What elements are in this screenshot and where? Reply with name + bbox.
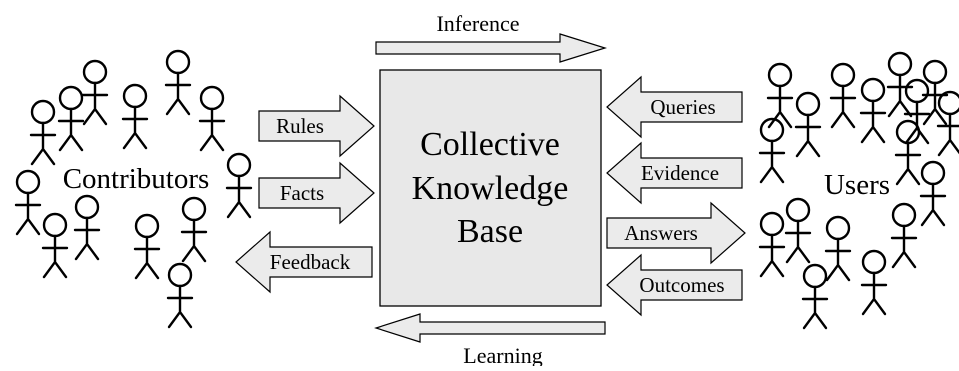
kb-title-line3: Base (457, 213, 523, 250)
users-label: Users (824, 169, 890, 201)
kb-title-line2: Knowledge (412, 170, 569, 207)
person-icon (784, 197, 812, 264)
person-icon (801, 263, 829, 330)
person-icon (890, 202, 918, 269)
person-icon (859, 77, 887, 144)
learning-arrow (374, 313, 606, 343)
person-icon (766, 62, 794, 129)
person-icon (225, 152, 253, 219)
person-icon (794, 91, 822, 158)
person-icon (180, 196, 208, 263)
facts-label: Facts (280, 181, 324, 205)
person-icon (81, 59, 109, 126)
person-icon (936, 90, 959, 157)
feedback-label: Feedback (270, 250, 351, 274)
person-icon (57, 85, 85, 152)
knowledge-base-box (379, 69, 602, 307)
person-icon (14, 169, 42, 236)
rules-label: Rules (276, 114, 324, 138)
person-icon (758, 211, 786, 278)
inference-arrow (375, 33, 608, 63)
outcomes-label: Outcomes (639, 273, 724, 297)
queries-arrow (606, 75, 743, 139)
rules-arrow (258, 94, 375, 158)
facts-arrow (258, 161, 375, 225)
person-icon (41, 212, 69, 279)
answers-arrow (606, 201, 746, 265)
person-icon (824, 215, 852, 282)
person-icon (198, 85, 226, 152)
kb-title-line1: Collective (420, 126, 560, 163)
person-icon (829, 62, 857, 129)
person-icon (164, 49, 192, 116)
contributors-crowd (14, 49, 253, 329)
answers-label: Answers (624, 221, 698, 245)
person-icon (919, 160, 947, 227)
users-crowd (758, 51, 959, 330)
person-icon (121, 83, 149, 150)
contributors-label: Contributors (63, 163, 210, 195)
evidence-label: Evidence (641, 161, 719, 185)
evidence-arrow (606, 141, 743, 205)
feedback-arrow (235, 230, 373, 294)
person-icon (73, 194, 101, 261)
person-icon (894, 119, 922, 186)
outcomes-arrow (606, 253, 743, 317)
person-icon (758, 117, 786, 184)
person-icon (166, 262, 194, 329)
person-icon (903, 78, 931, 145)
queries-label: Queries (650, 95, 715, 119)
person-icon (860, 249, 888, 316)
inference-label: Inference (436, 11, 519, 36)
learning-label: Learning (463, 343, 542, 366)
person-icon (29, 99, 57, 166)
person-icon (133, 213, 161, 280)
